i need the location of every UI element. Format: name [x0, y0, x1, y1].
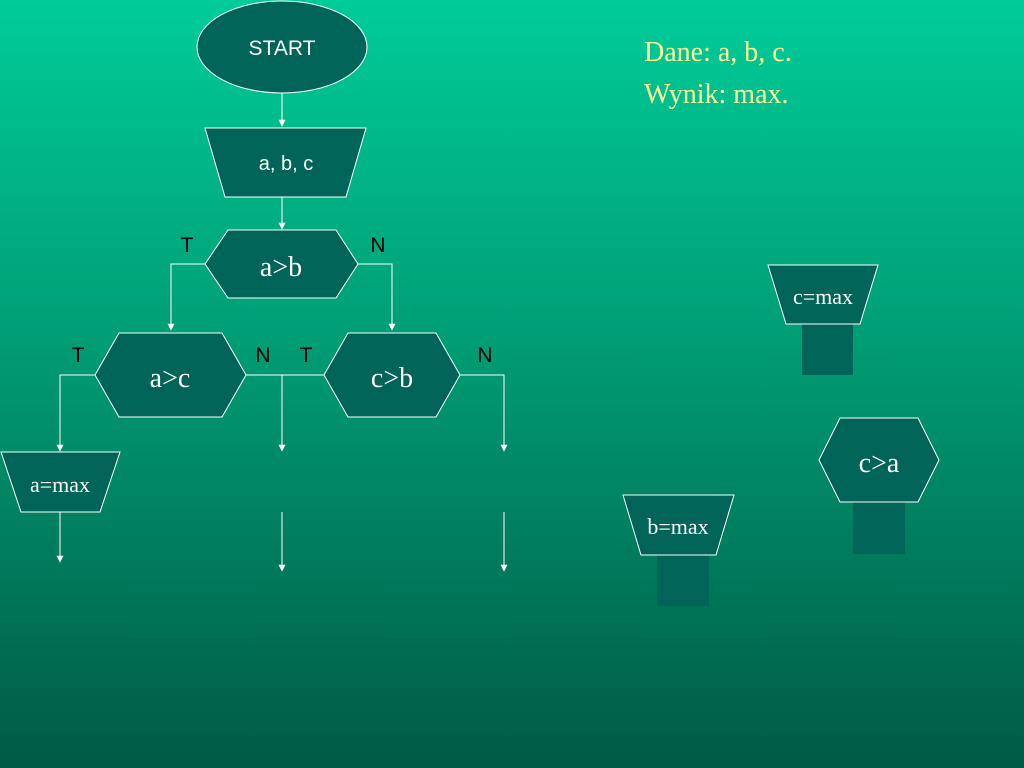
assign-a-max-block	[0, 451, 121, 513]
connector-cb-false	[460, 374, 508, 452]
assign-b-max-label: b=max	[647, 514, 708, 539]
b-max-connector-block	[657, 555, 709, 606]
assign-b-max-block	[622, 494, 735, 556]
c-max-connector-block	[802, 324, 853, 375]
decision-a-gt-c-label: a>c	[150, 363, 191, 394]
branch-false-label: N	[370, 234, 385, 257]
branch-true-label: T	[72, 344, 85, 367]
result-label: Wynik: max.	[644, 79, 789, 110]
decision-c-gt-a-label: c>a	[859, 448, 900, 479]
c-gt-a-connector-block	[853, 502, 905, 554]
connector-ab-false	[358, 263, 396, 331]
input-block	[204, 127, 367, 198]
start-label: START	[249, 37, 316, 60]
problem-description: Dane: a, b, c. Wynik: max.	[644, 32, 792, 116]
branch-false-label: N	[477, 344, 492, 367]
connector-ab-true	[167, 263, 205, 331]
decision-c-gt-a	[818, 417, 940, 503]
branch-true-label: T	[300, 344, 313, 367]
assign-a-max-label: a=max	[30, 472, 90, 497]
assign-c-max-block	[767, 264, 879, 325]
given-data-label: Dane: a, b, c.	[644, 37, 792, 68]
assign-c-max-label: c=max	[793, 284, 853, 309]
decision-c-gt-b-label: c>b	[371, 363, 413, 394]
branch-true-label: T	[181, 234, 194, 257]
connector-ac-true	[56, 374, 95, 452]
decision-a-gt-b-label: a>b	[260, 252, 302, 283]
input-label: a, b, c	[259, 153, 313, 175]
branch-false-label: N	[255, 344, 270, 367]
